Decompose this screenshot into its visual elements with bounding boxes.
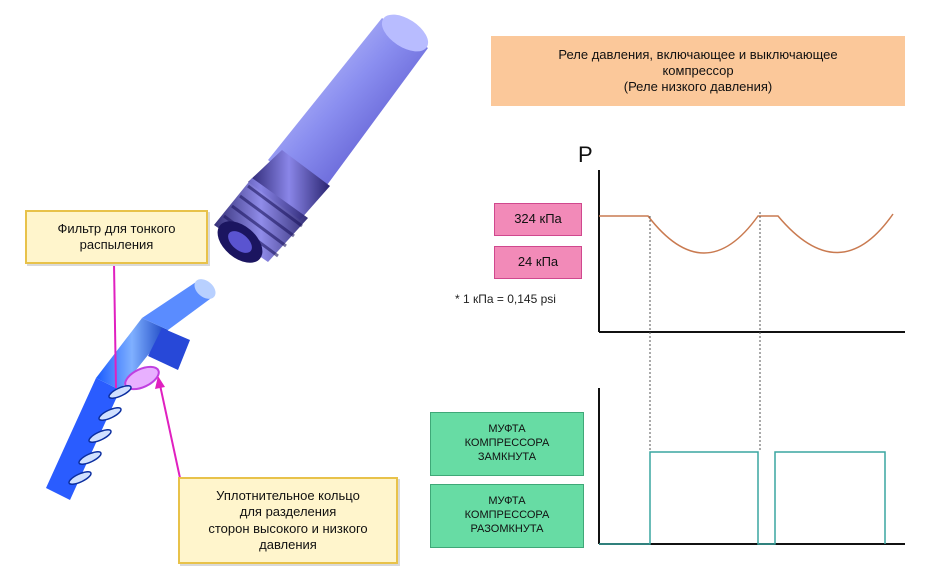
title-line-3: (Реле низкого давления) [623,79,773,95]
clutch-open-line-3: РАЗОМКНУТА [470,522,544,535]
seal-callout-line-4: давления [259,536,317,552]
title-box: Реле давления, включающее и выключающее … [491,36,905,106]
clutch-closed-label: МУФТА КОМПРЕССОРА ЗАМКНУТА [430,412,584,476]
pressure-curve [599,213,894,254]
filter-callout-line-2: распыления [79,237,154,252]
switch-valve-icon [46,279,216,500]
clutch-closed-line-2: КОМПРЕССОРА [464,437,550,450]
clutch-chart-axes [598,388,905,545]
seal-callout-line-3: сторон высокого и низкого [208,520,368,536]
high-pressure-label: 324 кПа [494,203,582,236]
title-line-1: Реле давления, включающее и выключающее [558,46,838,62]
unit-note: * 1 кПа = 0,145 psi [455,292,556,306]
clutch-open-label: МУФТА КОМПРЕССОРА РАЗОМКНУТА [430,484,584,548]
threaded-fitting-icon [214,14,429,263]
sync-lines [649,212,761,452]
clutch-open-line-2: КОМПРЕССОРА [464,509,550,522]
seal-callout-line-1: Уплотнительное кольцо [216,488,360,503]
pressure-chart-axes [598,170,905,333]
title-line-2: компрессор [662,62,734,78]
clutch-closed-line-1: МУФТА [488,423,526,436]
seal-arrow [159,384,181,479]
low-pressure-label: 24 кПа [494,246,582,279]
seal-callout-line-2: для разделения [239,504,337,520]
clutch-closed-line-3: ЗАМКНУТА [477,450,537,463]
clutch-open-line-1: МУФТА [488,495,526,508]
clutch-signal [599,451,886,545]
filter-callout: Фильтр для тонкого распыления [25,210,208,264]
pressure-axis-label: P [578,142,593,167]
filter-callout-line-1: Фильтр для тонкого [57,220,176,236]
filter-arrow [113,263,117,389]
seal-callout: Уплотнительное кольцо для разделения сто… [178,477,398,564]
